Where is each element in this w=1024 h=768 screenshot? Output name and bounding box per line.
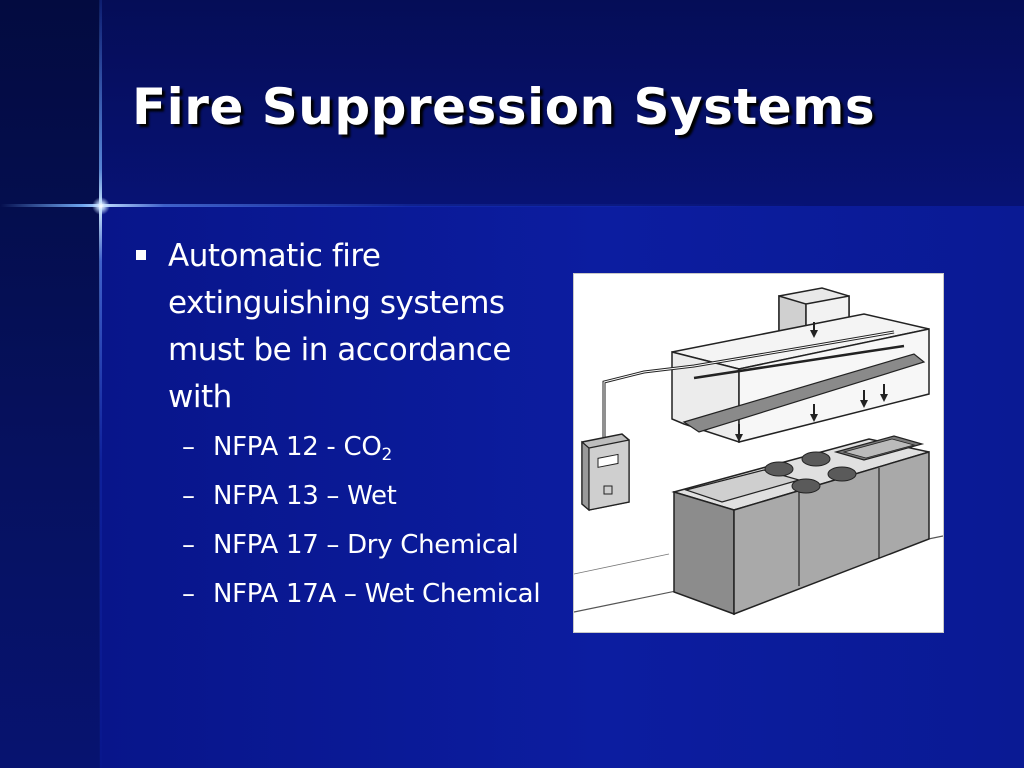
subscript-2: 2 [381, 445, 393, 465]
sub-item-nfpa-13: – NFPA 13 – Wet [132, 476, 542, 516]
sparkle-icon [92, 197, 110, 215]
bullet-content: Automatic fire extinguishing systems mus… [132, 233, 542, 623]
bullet-text: Automatic fire extinguishing systems mus… [168, 238, 511, 415]
slide-title: Fire Suppression Systems [132, 78, 876, 136]
square-bullet-icon [136, 250, 146, 260]
sub-item-text: NFPA 13 – Wet [213, 481, 397, 511]
sub-item-nfpa-17a: – NFPA 17A – Wet Chemical [132, 574, 542, 614]
sub-bullet-list: – NFPA 12 - CO2 – NFPA 13 – Wet – NFPA 1… [132, 427, 542, 614]
sub-item-text: NFPA 12 - CO [213, 432, 382, 462]
kitchen-hood-diagram [573, 273, 944, 633]
bullet-item: Automatic fire extinguishing systems mus… [132, 233, 542, 421]
kitchen-hood-illustration [574, 287, 943, 616]
dash-marker: – [182, 481, 195, 511]
horizontal-accent-line [0, 204, 1024, 207]
dash-marker: – [182, 579, 195, 609]
sub-item-text: NFPA 17 – Dry Chemical [213, 530, 519, 560]
dash-marker: – [182, 530, 195, 560]
title-band [100, 0, 1024, 206]
left-band [0, 0, 100, 768]
sub-item-nfpa-17: – NFPA 17 – Dry Chemical [132, 525, 542, 565]
dash-marker: – [182, 432, 195, 462]
sub-item-text: NFPA 17A – Wet Chemical [213, 579, 541, 609]
sub-item-nfpa-12: – NFPA 12 - CO2 [132, 427, 542, 467]
vertical-accent-line [99, 0, 102, 768]
